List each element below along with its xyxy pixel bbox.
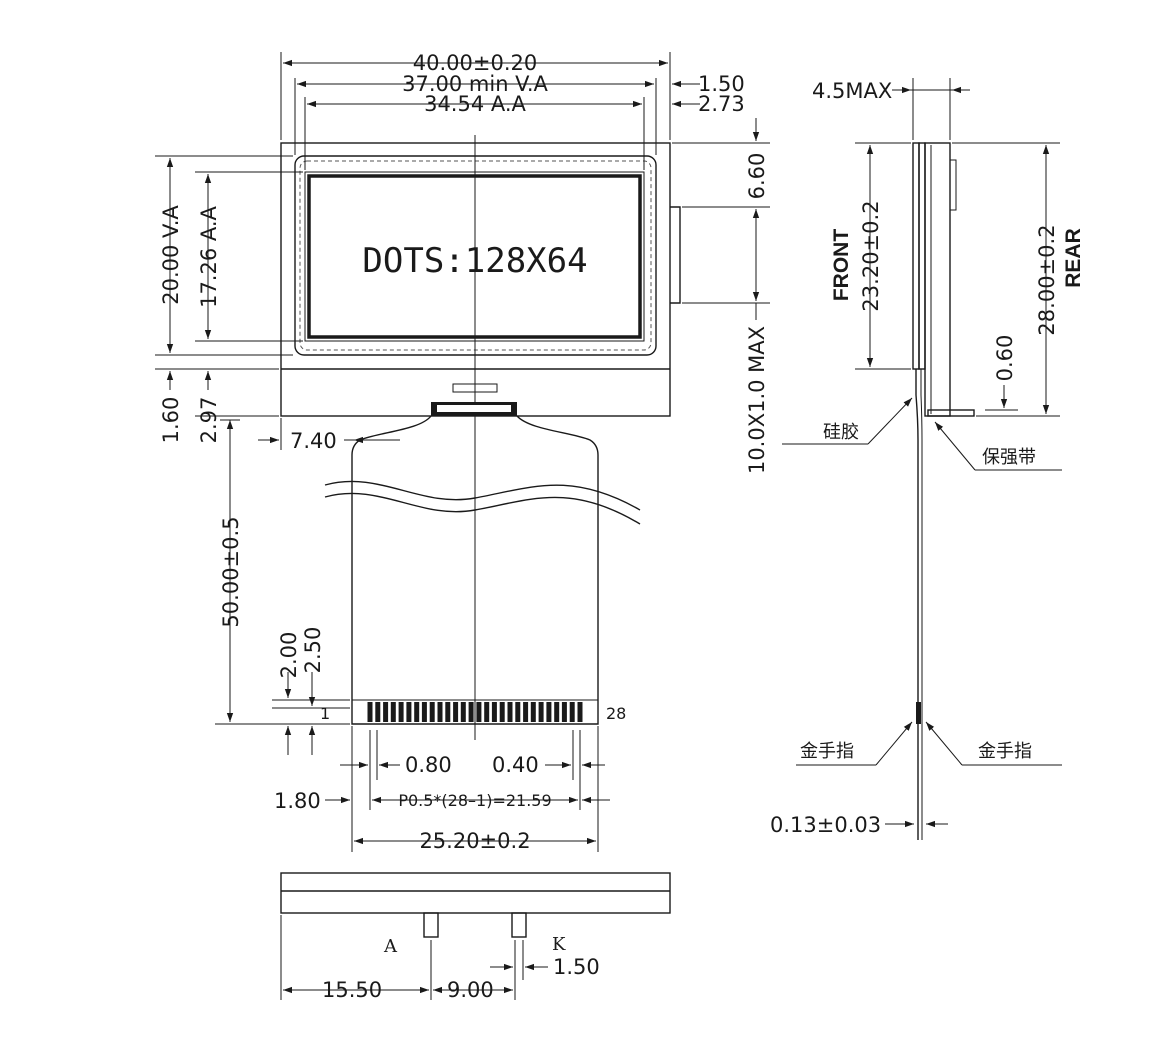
dim-off-150-top: 1.50 [698, 72, 745, 96]
gold-finger-pin [390, 702, 396, 722]
gold-finger-pin [577, 702, 583, 722]
silicone-label: 硅胶 [823, 422, 859, 443]
dim-h-160: 1.60 [159, 397, 183, 444]
callout-leader [867, 397, 913, 445]
front-view: DOTS:128X64 1 28 [280, 135, 681, 740]
gold-finger-pin [453, 702, 459, 722]
gold-finger-pin [530, 702, 536, 722]
gold-finger-pin [460, 702, 466, 722]
callout-leader [925, 721, 963, 766]
dim-w-total: 40.00±0.20 [413, 51, 537, 75]
gold-finger-pin [445, 702, 451, 722]
anode-label: A [383, 936, 398, 957]
gold-finger-pin [538, 702, 544, 722]
dim-w-180: 1.80 [274, 789, 321, 813]
pin-anode [423, 912, 439, 938]
dim-pitch: P0.5*(28–1)=21.59 [398, 791, 551, 810]
side-backlight-bump [949, 159, 957, 211]
side-glass-front [912, 142, 920, 370]
dim-w-080: 0.80 [405, 753, 452, 777]
gold-finger-pin [546, 702, 552, 722]
dim-h-10max: 10.0X1.0 MAX [745, 326, 769, 474]
gold-finger-pin [499, 702, 505, 722]
gold-finger-pin [569, 702, 575, 722]
gold-finger-pin [515, 702, 521, 722]
gold-finger-pin [421, 702, 427, 722]
dim-off-273: 2.73 [698, 92, 745, 116]
slot [452, 383, 498, 393]
dim-h-va: 20.00 V.A [159, 205, 183, 305]
rear-label: REAR [1062, 228, 1085, 288]
dim-w-va: 37.00 min V.A [402, 72, 548, 96]
break-line-1 [324, 480, 641, 511]
backlight-tab [670, 206, 681, 304]
gold-finger-pin [507, 702, 513, 722]
dim-h-250: 2.50 [301, 627, 325, 674]
dim-w-1550: 15.50 [322, 978, 382, 1002]
cathode-label: K [552, 934, 566, 955]
side-gold-finger [916, 702, 921, 724]
gold-finger-left-label: 金手指 [800, 741, 854, 762]
front-dimensions: 40.00±0.20 37.00 min V.A 34.54 A.A 1.50 … [155, 51, 770, 853]
gold-finger-right-label: 金手指 [978, 741, 1032, 762]
stiffener-label: 保强带 [982, 447, 1036, 468]
dim-side-max: 4.5MAX [812, 79, 892, 103]
break-line-2 [324, 492, 641, 525]
gold-finger-pin [476, 702, 482, 722]
side-stiffener [927, 409, 975, 417]
dim-h-660: 6.60 [745, 153, 769, 200]
dim-side-rear: 28.00±0.2 [1035, 224, 1059, 335]
side-view: 4.5MAX 23.20±0.2 FRONT 28.00±0.2 REAR 0.… [770, 78, 1085, 840]
dim-h-200: 2.00 [277, 632, 301, 679]
dim-h-aa: 17.26 A.A [197, 205, 221, 307]
gold-finger-pin [484, 702, 490, 722]
gold-finger-pin [491, 702, 497, 722]
pin-last-label: 28 [606, 704, 626, 723]
gold-finger-pin [523, 702, 529, 722]
pin-cathode [511, 912, 527, 938]
side-backlight [924, 142, 951, 417]
gold-finger-pins [367, 702, 583, 722]
dim-h-297: 2.97 [197, 397, 221, 444]
front-label: FRONT [830, 229, 853, 301]
side-fpc-2 [920, 369, 923, 840]
dim-w-040: 0.40 [492, 753, 539, 777]
bottom-outline [280, 872, 671, 914]
callout-leader [875, 721, 913, 766]
pin-first-label: 1 [320, 704, 330, 723]
gold-finger-pin [414, 702, 420, 722]
gold-finger-pin [429, 702, 435, 722]
dim-w-150-bot: 1.50 [553, 955, 600, 979]
dim-w-aa: 34.54 A.A [424, 92, 526, 116]
gold-finger-pin [561, 702, 567, 722]
dim-w-fpc: 25.20±0.2 [419, 829, 530, 853]
gold-finger-pin [406, 702, 412, 722]
gold-finger-pin [367, 702, 373, 722]
gold-finger-pin [398, 702, 404, 722]
dim-w-900: 9.00 [447, 978, 494, 1002]
dim-w-740: 7.40 [290, 429, 337, 453]
gold-finger-pin [375, 702, 381, 722]
dim-h-fpc: 50.00±0.5 [219, 516, 243, 627]
side-fpc [915, 369, 919, 840]
fpc-bond-inner [437, 405, 511, 412]
gold-finger-pin [554, 702, 560, 722]
gold-finger-pin [437, 702, 443, 722]
gold-finger-pin [383, 702, 389, 722]
side-glass-rear [918, 142, 926, 370]
callout-leader [934, 421, 976, 471]
gold-finger-pin [468, 702, 474, 722]
bottom-view: A K 15.50 9.00 1.50 [280, 872, 671, 1002]
dim-side-front: 23.20±0.2 [859, 200, 883, 311]
dim-side-013: 0.13±0.03 [770, 813, 881, 837]
pin-area [351, 699, 599, 725]
dim-side-060: 0.60 [993, 335, 1017, 382]
